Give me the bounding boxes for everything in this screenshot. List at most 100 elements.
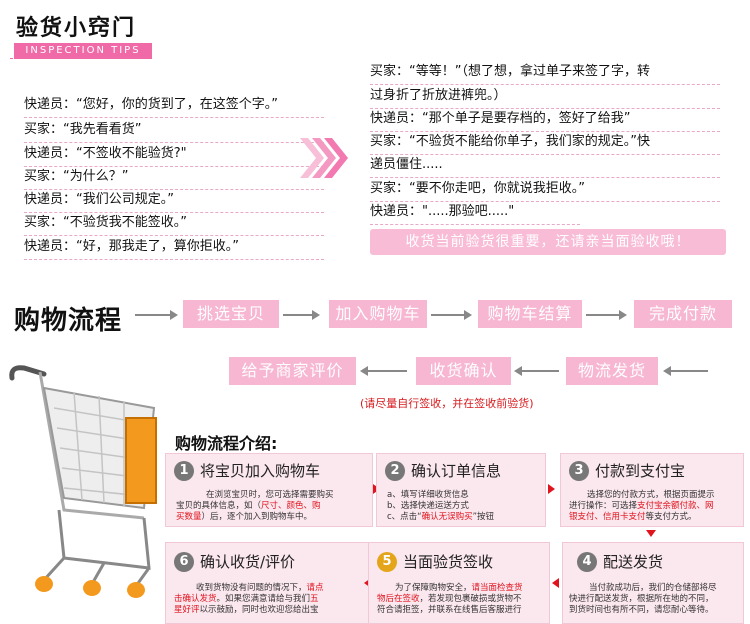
arrow-right-icon — [548, 484, 555, 494]
step-desc-line: a、填写详细收货信息 — [387, 490, 469, 500]
step-desc-text: 宝贝的具体信息，如（ — [176, 501, 262, 511]
dialog-line: 快递员：".....那验吧....." — [370, 200, 580, 225]
step-title: 当面验货签收 — [403, 553, 494, 571]
flow-step-select: 挑选宝贝 — [183, 300, 279, 328]
step-desc-line: 进行操作：可选择支付宝余额付款、网 — [569, 501, 741, 512]
step-title: 付款到支付宝 — [595, 462, 686, 480]
step-number: 2 — [385, 460, 405, 481]
dialog-line: 买家：“等等！”（想了想，拿过单子来签了字，转 — [370, 60, 720, 85]
step-desc-text: ）后，逐个加入到购物车中。 — [201, 512, 313, 522]
step-number: 6 — [174, 551, 194, 572]
step-desc-text: 收到货物没有问题的情况下， — [196, 583, 307, 593]
step-number: 5 — [377, 551, 397, 572]
dialog-line: 买家：“不验货不能给你单子，我们家的规定。”快 — [370, 130, 720, 155]
step-heading: 4 配送发货 — [577, 551, 663, 572]
step-number: 1 — [174, 460, 194, 481]
step-number: 4 — [577, 551, 597, 572]
step-desc-line: 银支付、信用卡支付等支付方式。 — [569, 512, 741, 523]
dialog-line: 递员僵住..... — [370, 153, 720, 178]
step-card-5: 5 当面验货签收 为了保障购物安全，请当面检查货 物后在签收，若发现包裹破损或货… — [368, 542, 550, 624]
step-desc-text: 进行操作：可选择 — [569, 501, 638, 511]
step-desc-line: 到货时间也有所不同，请您耐心等待。 — [569, 605, 714, 615]
step-desc: 在浏览宝贝时，您可选择需要购买 宝贝的具体信息，如（尺寸、颜色、购 买数量）后，… — [176, 490, 366, 523]
flow-step-pay: 完成付款 — [634, 300, 732, 328]
arrow-connector — [135, 314, 171, 316]
step-heading: 1 将宝贝加入购物车 — [174, 460, 320, 481]
dialog-line: 买家：“为什么？” — [24, 165, 324, 190]
step-desc-highlight: 尺寸、颜色、购 — [261, 501, 321, 511]
shopping-cart-icon — [9, 365, 157, 598]
flow-step-ship: 物流发货 — [566, 357, 658, 385]
step-desc-line: 在浏览宝贝时，您可选择需要购买 — [206, 490, 334, 500]
step-card-3: 3 付款到支付宝 选择您的付款方式，根据页面提示 进行操作：可选择支付宝余额付款… — [560, 453, 744, 527]
arrow-head-icon — [360, 366, 368, 376]
step-desc: a、填写详细收货信息 b、选择快递运送方式 c、点击“确认无误购买”按钮 — [387, 490, 537, 523]
arrow-connector — [283, 314, 313, 316]
dialog-line: 买家：“要不你走吧，你就说我拒收。” — [370, 177, 720, 202]
step-heading: 3 付款到支付宝 — [569, 460, 685, 481]
notice-banner: 收货当前验货很重要，还请亲当面验收哦！ — [370, 229, 726, 255]
step-desc: 收到货物没有问题的情况下，请点 击确认发货。如果您满意请给与我们五 星好评以示鼓… — [174, 583, 370, 616]
step-desc-text: 为了保障购物安全， — [395, 583, 472, 593]
arrow-connector — [586, 314, 620, 316]
step-card-4: 4 配送发货 当付款成功后，我们的仓储部将尽 快进行配送发货，根据所在地的不同，… — [562, 542, 744, 624]
step-card-2: 2 确认订单信息 a、填写详细收货信息 b、选择快递运送方式 c、点击“确认无误… — [376, 453, 546, 527]
step-desc-highlight: 确认无误购买 — [421, 512, 473, 522]
arrow-connector — [367, 370, 407, 372]
arrow-connector — [431, 314, 465, 316]
step-title: 将宝贝加入购物车 — [200, 462, 321, 480]
step-card-1: 1 将宝贝加入购物车 在浏览宝贝时，您可选择需要购买 宝贝的具体信息，如（尺寸、… — [165, 453, 373, 527]
dialog-line: 快递员：“不签收不能验货?" — [24, 142, 324, 167]
arrow-left-icon — [364, 578, 371, 588]
dialog-line: 快递员：“我们公司规定。” — [24, 188, 324, 213]
step-desc: 选择您的付款方式，根据页面提示 进行操作：可选择支付宝余额付款、网 银支付、信用… — [569, 490, 741, 523]
step-title: 确认订单信息 — [411, 462, 502, 480]
arrow-head-icon — [312, 310, 320, 320]
step-desc-line: 为了保障购物安全，请当面检查货 — [377, 583, 547, 594]
step-desc: 为了保障购物安全，请当面检查货 物后在签收，若发现包裹破损或货物不 符合请拒签，… — [377, 583, 547, 616]
step-desc-text: ，若发现包裹破损或货物不 — [419, 594, 522, 604]
step-desc-highlight: 请点 — [306, 583, 324, 593]
step-title: 配送发货 — [603, 553, 664, 571]
flow-step-checkout: 购物车结算 — [478, 300, 582, 328]
step-desc-highlight: 买数量 — [176, 512, 202, 522]
step-title: 确认收货/评价 — [200, 553, 296, 571]
step-heading: 2 确认订单信息 — [385, 460, 501, 481]
step-desc-line: 符合请拒签，并联系在线售后客服进行 — [377, 605, 522, 615]
step-desc-highlight: 银支付、信用卡支付 — [569, 512, 646, 522]
step-desc-text: ”按钮 — [472, 512, 494, 522]
arrow-connector — [521, 370, 559, 372]
step-desc-highlight: 击确认发货 — [174, 594, 217, 604]
step-heading: 6 确认收货/评价 — [174, 551, 295, 572]
step-desc-line: c、点击“确认无误购买”按钮 — [387, 512, 537, 523]
intro-title: 购物流程介绍: — [175, 434, 278, 453]
step-desc: 当付款成功后，我们的仓储部将尽 快进行配送发货，根据所在地的不同， 到货时间也有… — [569, 583, 741, 616]
page-title: 验货小窍门 — [16, 16, 137, 41]
arrow-head-icon — [514, 366, 522, 376]
arrow-connector — [670, 370, 708, 372]
step-desc-highlight: 五 — [310, 594, 319, 604]
dialog-line: 买家：“不验货我不能签收。” — [24, 211, 324, 236]
step-desc-line: 物后在签收，若发现包裹破损或货物不 — [377, 594, 547, 605]
step-heading: 5 当面验货签收 — [377, 551, 493, 572]
arrow-left-icon — [552, 578, 559, 588]
tips-banner: INSPECTION TIPS — [14, 43, 152, 59]
flow-title: 购物流程 — [14, 306, 123, 336]
step-desc-line: 收到货物没有问题的情况下，请点 — [174, 583, 370, 594]
step-card-6: 6 确认收货/评价 收到货物没有问题的情况下，请点 击确认发货。如果您满意请给与… — [165, 542, 373, 624]
step-desc-highlight: 物后在签收 — [377, 594, 420, 604]
flow-step-confirm-receipt: 收货确认 — [416, 357, 511, 385]
step-desc-line: b、选择快递运送方式 — [387, 501, 469, 511]
step-desc-text: 以示鼓励，同时也欢迎您给出宝 — [199, 605, 319, 615]
step-desc-highlight: 星好评 — [174, 605, 200, 615]
dialog-line: 快递员：“好，那我走了，算你拒收。” — [24, 235, 324, 260]
step-desc-line: 买数量）后，逐个加入到购物车中。 — [176, 512, 366, 523]
arrow-down-icon — [646, 530, 656, 537]
step-desc-line: 当付款成功后，我们的仓储部将尽 — [589, 583, 717, 593]
arrow-head-icon — [464, 310, 472, 320]
arrow-head-icon — [170, 310, 178, 320]
dialog-line: 过身折了折放进裤兜。） — [370, 84, 720, 109]
dialog-line: 买家：“我先看看货” — [24, 118, 324, 143]
arrow-head-icon — [663, 366, 671, 376]
step-desc-line: 宝贝的具体信息，如（尺寸、颜色、购 — [176, 501, 366, 512]
